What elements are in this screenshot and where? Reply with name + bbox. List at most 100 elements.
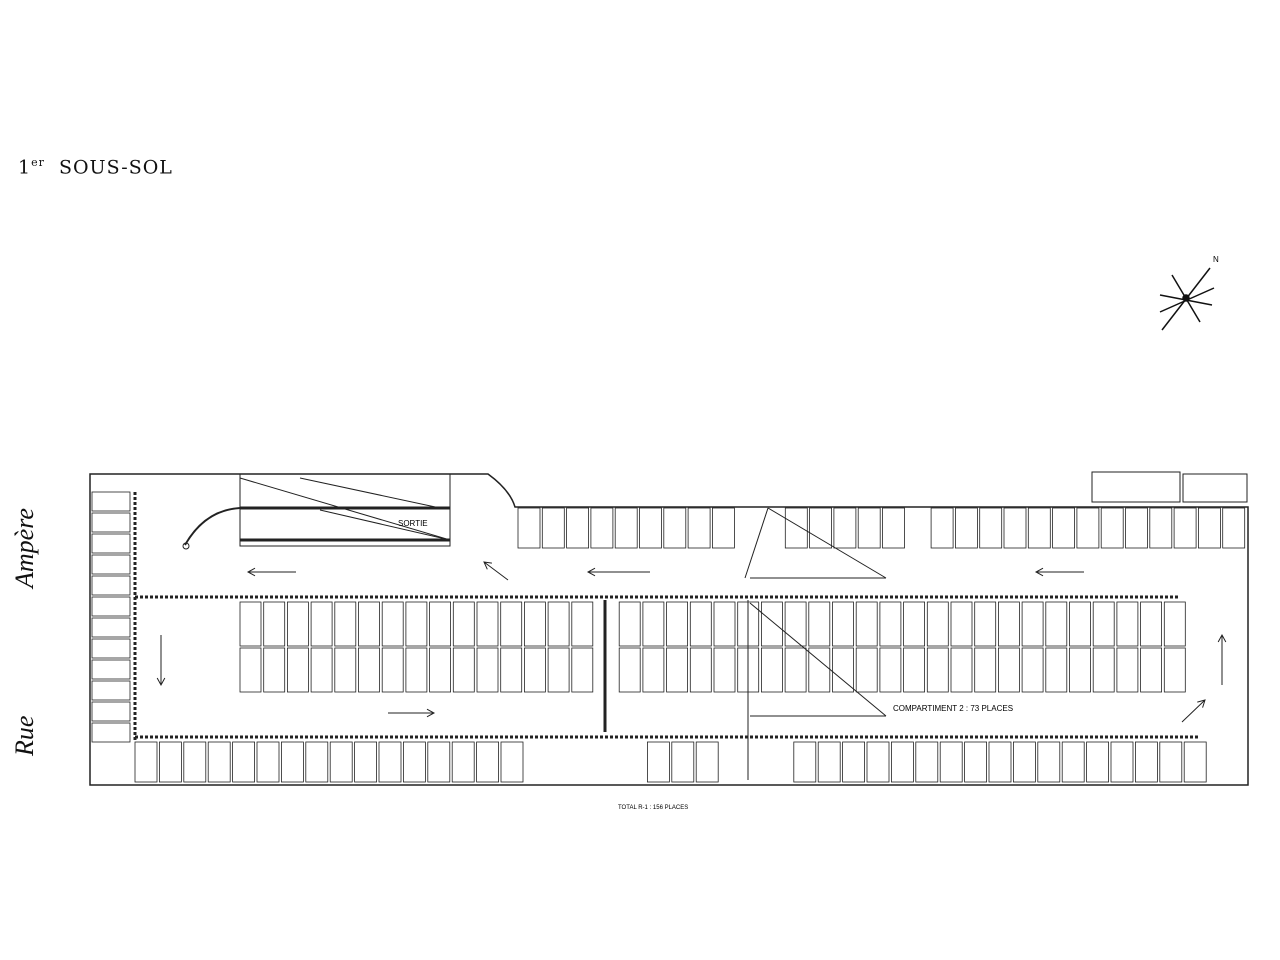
parking-stall [713,601,736,647]
parking-stall [91,533,131,554]
parking-stall [1222,507,1246,549]
parking-stall [305,741,329,783]
parking-stall [618,601,641,647]
outer-wall [89,473,1249,786]
parking-stall [91,617,131,638]
parking-stall [1037,741,1061,783]
parking-stall [926,601,949,647]
parking-stall [1092,647,1115,693]
parking-stall [903,647,925,693]
service-room-1 [1091,471,1181,503]
parking-stall [134,741,158,783]
parking-stall [158,741,182,783]
parking-stall [571,601,594,647]
parking-stall [541,507,565,549]
parking-stall [452,647,475,693]
parking-stall [524,647,546,693]
parking-stall [329,741,353,783]
parking-stall [955,507,978,549]
parking-stall [1140,601,1162,647]
parking-stall [91,596,131,617]
parking-stall [1135,741,1158,783]
parking-stall [280,741,304,783]
parking-stall [183,741,207,783]
parking-stall [1027,507,1051,549]
parking-stall [451,741,475,783]
parking-stall [784,601,807,647]
parking-stall [784,507,808,549]
north-compass-icon [1159,267,1215,331]
parking-stall [866,741,890,783]
parking-stall [1092,601,1115,647]
parking-stall [310,601,333,647]
parking-stall [1069,647,1091,693]
parking-stall [974,601,997,647]
parking-stall [1198,507,1221,549]
parking-stall [358,601,380,647]
parking-stall [310,647,333,693]
parking-stall [695,741,719,783]
parking-stall [452,601,475,647]
parking-stall [808,601,831,647]
parking-stall [476,741,500,783]
parking-stall [809,507,832,549]
parking-stall [263,601,286,647]
direction-arrow-icon [1181,699,1206,723]
parking-stall [334,647,357,693]
parking-stall [1183,741,1207,783]
parking-stall [879,601,902,647]
direction-arrow-icon [1217,633,1227,685]
parking-stall [91,701,131,722]
parking-stall [1159,741,1183,783]
parking-stall [91,638,131,659]
direction-arrow-icon [1034,567,1084,577]
parking-stall [939,741,963,783]
parking-stall [642,601,665,647]
parking-stall [1013,741,1036,783]
parking-stall [1021,601,1044,647]
parking-stall [1116,601,1139,647]
parking-stall [915,741,939,783]
parking-stall [647,741,670,783]
parking-stall [402,741,426,783]
parking-stall [666,647,688,693]
parking-stall [618,647,641,693]
parking-stall [926,647,949,693]
parking-stall [857,507,881,549]
parking-stall [817,741,841,783]
parking-stall [930,507,954,549]
parking-stall [91,491,131,512]
parking-stall [500,647,523,693]
service-room-2 [1182,473,1248,503]
parking-stall [517,507,541,549]
parking-stall [855,601,878,647]
direction-arrow-icon [586,567,650,577]
parking-stall [1021,647,1044,693]
parking-stall [381,601,404,647]
parking-stall [571,647,594,693]
parking-stall [1173,507,1197,549]
parking-stall [91,554,131,575]
parking-stall [689,647,712,693]
parking-stall [1045,647,1068,693]
parking-stall [1125,507,1148,549]
parking-stall [476,601,499,647]
parking-stall [263,647,286,693]
parking-stall [903,601,925,647]
parking-stall [547,647,570,693]
direction-arrow-icon [156,635,166,687]
parking-stall [761,601,783,647]
parking-stall [1140,647,1162,693]
parking-stall [91,512,131,533]
parking-stall [687,507,711,549]
parking-stall [239,601,262,647]
parking-stall [808,647,831,693]
parking-stall [1086,741,1109,783]
parking-stall [979,507,1003,549]
parking-stall [737,601,760,647]
parking-stall [1052,507,1075,549]
parking-stall [429,647,452,693]
parking-stall [832,601,854,647]
parking-stall [500,601,523,647]
